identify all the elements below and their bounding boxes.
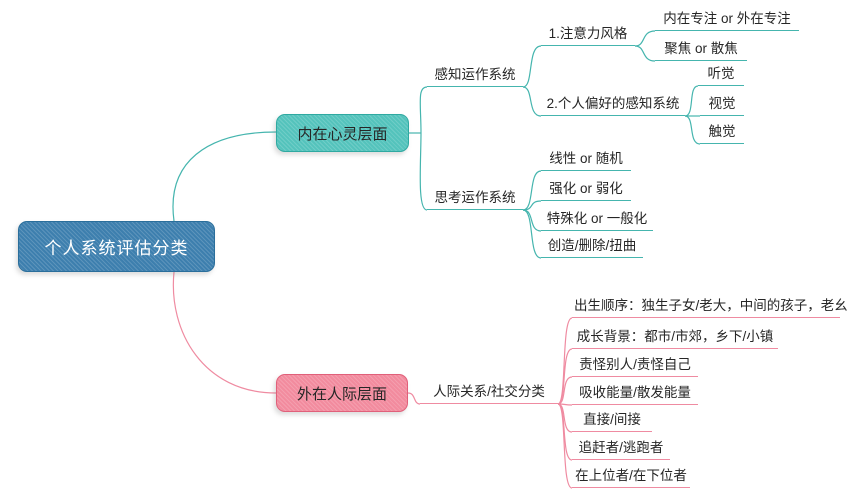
topic-social-classification[interactable]: 人际关系/社交分类 [420, 383, 558, 404]
leaf-hearing[interactable]: 听觉 [698, 65, 744, 86]
leaf-superior-or-inferior[interactable]: 在上位者/在下位者 [572, 467, 690, 488]
connector-thinking-child1 [522, 170, 542, 211]
topic-preferred-senses[interactable]: 2.个人偏好的感知系统 [541, 95, 685, 116]
connector-attention-child2 [634, 45, 656, 62]
connector-social-child7 [557, 403, 573, 489]
leaf-strengthen-or-weaken[interactable]: 强化 or 弱化 [541, 180, 631, 201]
connector-social-child1 [557, 317, 573, 405]
leaf-vision[interactable]: 视觉 [700, 95, 744, 116]
connector-attention-child1 [634, 30, 656, 47]
topic-attention-style[interactable]: 1.注意力风格 [541, 25, 635, 46]
connector-root-outer [172, 271, 277, 394]
connector-inner-perception [419, 86, 428, 134]
leaf-inner-or-outer-focus[interactable]: 内在专注 or 外在专注 [655, 10, 799, 31]
leaf-growth-background[interactable]: 成长背景：都市/市郊，乡下/小镇 [572, 328, 778, 349]
connector-social-child6 [557, 403, 573, 461]
leaf-linear-or-random[interactable]: 线性 or 随机 [541, 150, 631, 171]
leaf-create-delete-distort[interactable]: 创造/删除/扭曲 [541, 237, 643, 258]
connector-inner-thinking [419, 132, 428, 211]
root-node[interactable]: 个人系统评估分类 [18, 221, 215, 272]
connector-social-child3 [557, 376, 573, 405]
branch-inner-mind-node[interactable]: 内在心灵层面 [276, 114, 409, 152]
connector-senses-hearing [684, 85, 699, 117]
topic-thinking-system[interactable]: 思考运作系统 [427, 189, 523, 210]
connector-perception-senses [522, 86, 542, 117]
leaf-direct-or-indirect[interactable]: 直接/间接 [572, 411, 652, 432]
connector-thinking-child2 [522, 200, 542, 211]
leaf-blame-others-or-self[interactable]: 责怪别人/责怪自己 [572, 356, 698, 377]
leaf-specialize-or-generalize[interactable]: 特殊化 or 一般化 [541, 210, 653, 231]
connector-social-child5 [557, 403, 573, 433]
leaf-chaser-or-runner[interactable]: 追赶者/逃跑者 [572, 439, 670, 460]
connector-root-inner [172, 131, 277, 222]
leaf-touch[interactable]: 触觉 [700, 123, 744, 144]
leaf-focus-or-diffuse[interactable]: 聚焦 or 散焦 [655, 40, 747, 61]
branch-outer-social-node[interactable]: 外在人际层面 [276, 374, 408, 412]
leaf-birth-order[interactable]: 出生顺序：独生子女/老大，中间的孩子，老幺 [572, 297, 848, 318]
leaf-absorb-or-emit-energy[interactable]: 吸收能量/散发能量 [572, 384, 698, 405]
topic-perception-system[interactable]: 感知运作系统 [427, 66, 523, 87]
connector-social-child4 [557, 403, 573, 406]
connector-social-child2 [557, 348, 573, 405]
connector-thinking-child4 [522, 209, 542, 259]
connector-outer-social [407, 392, 421, 405]
connector-thinking-child3 [522, 209, 542, 232]
connector-perception-attention [522, 45, 542, 88]
connector-senses-touch [684, 115, 701, 145]
